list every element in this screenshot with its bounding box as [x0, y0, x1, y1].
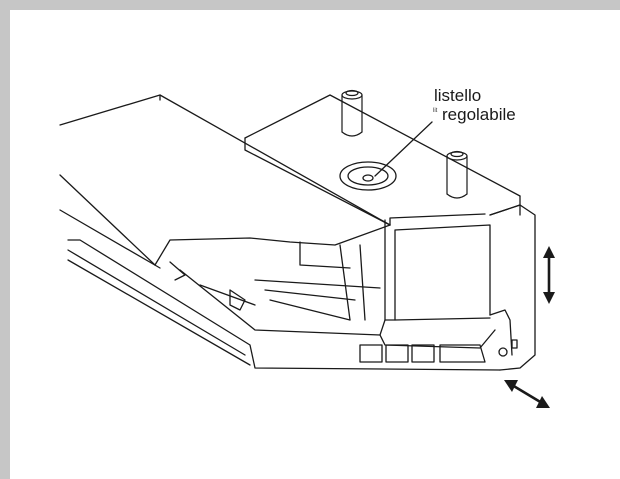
- double-arrow-vertical-icon: [543, 246, 555, 304]
- callout-label-line1: listello: [434, 86, 482, 105]
- adjustable-washer: [339, 161, 397, 191]
- callout-leader: [374, 121, 433, 177]
- pin-left: [341, 89, 363, 137]
- double-arrow-diagonal-icon: [504, 380, 550, 408]
- sash-top-profile: [59, 94, 391, 269]
- frame-profile: [67, 239, 501, 371]
- pin-right: [446, 150, 468, 199]
- callout-label-line2: regolabile: [442, 105, 516, 124]
- callout-tiny-mark: lit: [433, 108, 438, 114]
- end-cap: [384, 204, 536, 371]
